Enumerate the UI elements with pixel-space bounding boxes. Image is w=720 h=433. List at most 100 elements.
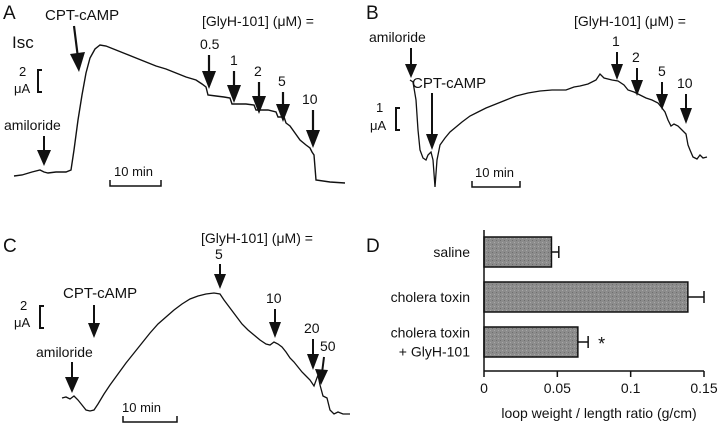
category-label-2-line-0: cholera toxin <box>391 325 470 341</box>
event-label-dose-50-c: 50 <box>320 338 336 354</box>
arrow-head-dose-5-b <box>656 94 668 110</box>
scale-current-bar-c <box>39 305 44 329</box>
arrow-head-dose-2-a <box>252 96 266 114</box>
x-tick-label-1: 0.05 <box>544 380 571 396</box>
event-dose-5-c: 5 <box>214 246 226 289</box>
arrow-head-cptcamp-c <box>88 323 100 338</box>
current-label-a-text: Isc <box>12 33 34 52</box>
scale-time-bar-a <box>109 180 162 187</box>
event-label-dose-5-a: 5 <box>278 73 286 89</box>
event-label-dose-10-a: 10 <box>302 91 318 107</box>
event-dose-1-b: 1 <box>611 33 623 80</box>
arrow-head-dose-5-a <box>276 104 290 122</box>
event-amiloride-c: amiloride <box>36 344 93 393</box>
arrow-head-dose-10-b <box>680 108 692 124</box>
event-label-cptcamp-a: CPT-cAMP <box>45 7 119 24</box>
bar-0 <box>483 236 553 268</box>
event-label-dose-5-c: 5 <box>215 246 223 262</box>
panel-letter-c: C <box>3 236 17 257</box>
header-b: [GlyH-101] (μM) = <box>574 13 686 29</box>
trace-a <box>13 44 346 184</box>
event-amiloride-a: amiloride <box>4 117 61 166</box>
event-label-dose-5-b: 5 <box>658 63 666 79</box>
event-dose-10-b: 10 <box>677 75 693 124</box>
category-label-1: cholera toxin <box>391 289 470 305</box>
event-label-dose-1-b: 1 <box>612 33 620 49</box>
current-label-a: Isc <box>12 33 34 52</box>
bar-1 <box>483 281 689 313</box>
event-dose-5-b: 5 <box>656 63 668 110</box>
arrow-head-dose-20-c <box>307 354 319 370</box>
scale-time-label-a: 10 min <box>114 164 153 179</box>
scale-current-unit-c: μA <box>14 315 30 330</box>
event-label-amiloride-b: amiloride <box>369 29 426 45</box>
scale-current-bar-b <box>395 107 400 131</box>
event-dose-20-c: 20 <box>304 320 320 370</box>
arrow-head-amiloride-a <box>37 150 51 166</box>
scale-current-value-b: 1 <box>376 100 383 115</box>
scale-current-value-a: 2 <box>19 64 26 79</box>
x-axis-label-d: loop weight / length ratio (g/cm) <box>501 405 696 421</box>
arrow-head-dose-1-a <box>227 85 241 103</box>
event-label-dose-10-b: 10 <box>677 75 693 91</box>
event-label-cptcamp-c: CPT-cAMP <box>63 285 137 302</box>
arrow-head-dose-10-c <box>269 322 281 338</box>
event-dose-50-c: 50 <box>315 338 336 385</box>
x-tick-label-0: 0 <box>480 380 488 396</box>
header-c: [GlyH-101] (μM) = <box>201 230 313 246</box>
event-label-dose-2-b: 2 <box>632 49 640 65</box>
arrow-head-dose-1-b <box>611 64 623 80</box>
event-dose-2-a: 2 <box>252 63 266 114</box>
header-a: [GlyH-101] (μM) = <box>202 13 314 29</box>
arrow-head-dose-10-a <box>306 130 320 148</box>
event-cptcamp-a: CPT-cAMP <box>45 7 119 72</box>
scale-current-value-c: 2 <box>20 298 27 313</box>
arrow-head-cptcamp-b <box>426 134 438 150</box>
trace-b <box>409 72 708 188</box>
arrow-shaft-cptcamp-a <box>72 25 80 59</box>
event-dose-10-a: 10 <box>302 91 320 148</box>
x-tick-label-3: 0.15 <box>690 380 717 396</box>
event-cptcamp-b: CPT-cAMP <box>412 75 486 150</box>
arrow-head-amiloride-c <box>65 377 79 393</box>
event-label-dose-2-a: 2 <box>254 63 262 79</box>
event-dose-05-a: 0.5 <box>200 36 220 89</box>
panel-letter-b: B <box>366 3 379 24</box>
scale-time-bar-b <box>471 181 521 188</box>
panel-letter-d: D <box>366 236 380 257</box>
panel-a: A Isc [GlyH-101] (μM) = 2 μA 10 min amil… <box>3 3 346 187</box>
arrow-head-dose-2-b <box>631 80 643 96</box>
event-label-dose-20-c: 20 <box>304 320 320 336</box>
event-cptcamp-c: CPT-cAMP <box>63 285 137 338</box>
bar-2 <box>483 326 579 358</box>
trace-c <box>61 292 350 415</box>
event-dose-10-c: 10 <box>266 290 282 338</box>
panel-c: C [GlyH-101] (μM) = 2 μA 10 min amilorid… <box>3 230 350 423</box>
event-label-dose-05-a: 0.5 <box>200 36 220 52</box>
event-label-amiloride-a: amiloride <box>4 117 61 133</box>
event-amiloride-b: amiloride <box>369 29 426 78</box>
panel-letter-a: A <box>3 3 16 24</box>
scale-current-unit-b: μA <box>370 118 386 133</box>
event-dose-5-a: 5 <box>276 73 290 122</box>
event-label-amiloride-c: amiloride <box>36 344 93 360</box>
category-label-2-line-1: + GlyH-101 <box>399 344 470 360</box>
event-label-cptcamp-b: CPT-cAMP <box>412 75 486 92</box>
event-dose-2-b: 2 <box>631 49 643 96</box>
category-label-0: saline <box>433 244 470 260</box>
event-label-dose-10-c: 10 <box>266 290 282 306</box>
arrow-head-dose-5-c <box>214 274 226 289</box>
arrow-head-dose-50-c <box>315 369 328 385</box>
scale-time-bar-c <box>122 416 178 423</box>
x-tick-label-2: 0.1 <box>621 380 641 396</box>
event-label-dose-1-a: 1 <box>230 52 238 68</box>
arrow-head-dose-05-a <box>202 71 216 89</box>
scale-current-unit-a: μA <box>14 81 30 96</box>
arrow-head-amiloride-b <box>405 64 417 78</box>
scale-current-bar-a <box>37 69 42 93</box>
panel-b: B [GlyH-101] (μM) = 1 μA 10 min amilorid… <box>366 3 708 188</box>
